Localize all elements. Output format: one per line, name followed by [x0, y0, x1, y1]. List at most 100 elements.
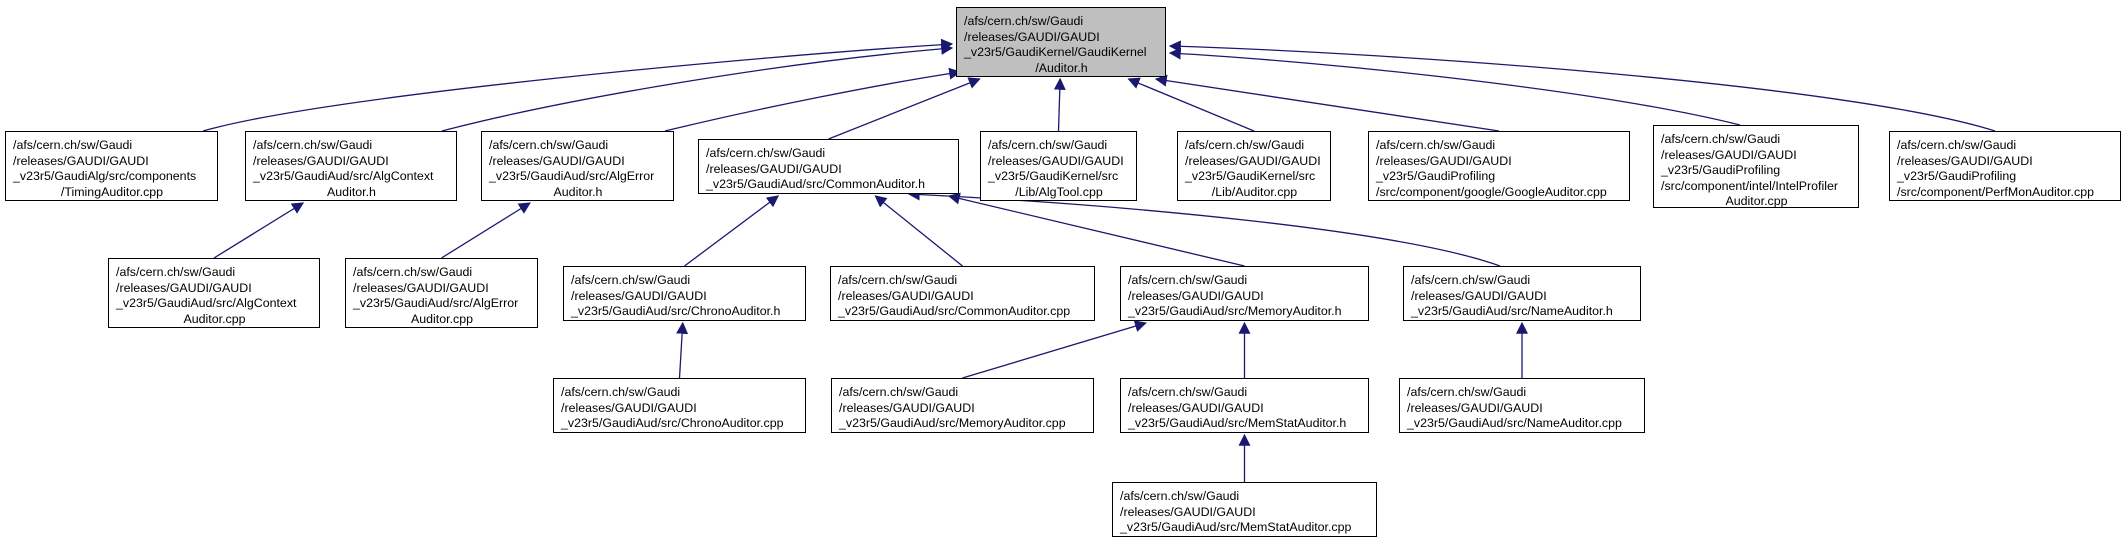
- node-label-line: /afs/cern.ch/sw/Gaudi: [1661, 132, 1781, 146]
- file-node-memory-h[interactable]: /afs/cern.ch/sw/Gaudi/releases/GAUDI/GAU…: [1120, 266, 1369, 321]
- node-label-line: _v23r5/GaudiKernel/src: [1185, 169, 1316, 183]
- node-label-line: /releases/GAUDI/GAUDI: [1185, 153, 1321, 168]
- node-label-line: _v23r5/GaudiAud/src/ChronoAuditor.h: [571, 304, 781, 318]
- node-label-line: /releases/GAUDI/GAUDI: [1407, 400, 1543, 415]
- node-label-line: Auditor.cpp: [1725, 194, 1788, 208]
- edge-common-cpp-to-common-h: [874, 195, 963, 267]
- node-label-line: /afs/cern.ch/sw/Gaudi: [988, 138, 1108, 152]
- node-label-line: /releases/GAUDI/GAUDI: [253, 153, 389, 168]
- node-label-line: /releases/GAUDI/GAUDI: [1897, 153, 2033, 168]
- file-node-algerror-cpp[interactable]: /afs/cern.ch/sw/Gaudi/releases/GAUDI/GAU…: [345, 258, 538, 328]
- node-label-line: /releases/GAUDI/GAUDI: [839, 400, 975, 415]
- file-node-intel-cpp[interactable]: /afs/cern.ch/sw/Gaudi/releases/GAUDI/GAU…: [1653, 125, 1859, 208]
- node-label-line: _v23r5/GaudiAud/src/NameAuditor.cpp: [1407, 416, 1622, 430]
- node-label-line: /releases/GAUDI/GAUDI: [571, 288, 707, 303]
- node-label-line: /releases/GAUDI/GAUDI: [964, 29, 1100, 44]
- node-label-line: _v23r5/GaudiAlg/src/components: [13, 169, 197, 183]
- file-node-timing-cpp[interactable]: /afs/cern.ch/sw/Gaudi/releases/GAUDI/GAU…: [5, 131, 218, 201]
- node-label-line: /afs/cern.ch/sw/Gaudi: [13, 138, 133, 152]
- file-node-algerror-h[interactable]: /afs/cern.ch/sw/Gaudi/releases/GAUDI/GAU…: [481, 131, 674, 201]
- file-node-chrono-cpp[interactable]: /afs/cern.ch/sw/Gaudi/releases/GAUDI/GAU…: [553, 378, 806, 433]
- file-node-memstat-cpp[interactable]: /afs/cern.ch/sw/Gaudi/releases/GAUDI/GAU…: [1112, 482, 1377, 537]
- node-label-line: /releases/GAUDI/GAUDI: [1411, 288, 1547, 303]
- node-label-line: _v23r5/GaudiAud/src/CommonAuditor.h: [706, 177, 926, 191]
- file-node-algtool-cpp[interactable]: /afs/cern.ch/sw/Gaudi/releases/GAUDI/GAU…: [980, 131, 1137, 201]
- node-label-line: /afs/cern.ch/sw/Gaudi: [1185, 138, 1305, 152]
- node-label-line: /afs/cern.ch/sw/Gaudi: [353, 265, 473, 279]
- file-node-name-cpp[interactable]: /afs/cern.ch/sw/Gaudi/releases/GAUDI/GAU…: [1399, 378, 1645, 433]
- node-label-line: _v23r5/GaudiAud/src/ChronoAuditor.cpp: [561, 416, 784, 430]
- node-label-line: Auditor.cpp: [183, 311, 246, 326]
- node-label-line: /afs/cern.ch/sw/Gaudi: [116, 265, 236, 279]
- node-label-line: _v23r5/GaudiAud/src/AlgContext: [116, 296, 297, 310]
- file-node-perfmon-cpp[interactable]: /afs/cern.ch/sw/Gaudi/releases/GAUDI/GAU…: [1889, 131, 2121, 201]
- file-node-common-cpp[interactable]: /afs/cern.ch/sw/Gaudi/releases/GAUDI/GAU…: [830, 266, 1095, 321]
- node-label-line: _v23r5/GaudiAud/src/MemoryAuditor.h: [1128, 304, 1342, 318]
- node-label-line: /releases/GAUDI/GAUDI: [1661, 147, 1797, 162]
- node-label-line: _v23r5/GaudiProfiling: [1897, 169, 2017, 183]
- edge-algcontext-h-to-root: [441, 42, 954, 132]
- file-node-memstat-h[interactable]: /afs/cern.ch/sw/Gaudi/releases/GAUDI/GAU…: [1120, 378, 1369, 433]
- file-node-memory-cpp[interactable]: /afs/cern.ch/sw/Gaudi/releases/GAUDI/GAU…: [831, 378, 1094, 433]
- edge-memory-cpp-to-memory-h: [962, 320, 1147, 379]
- edge-algerror-h-to-root: [664, 67, 962, 132]
- node-label-line: _v23r5/GaudiAud/src/MemoryAuditor.cpp: [839, 416, 1066, 430]
- node-label-line: /releases/GAUDI/GAUDI: [116, 280, 252, 295]
- node-label-line: /releases/GAUDI/GAUDI: [1376, 153, 1512, 168]
- edge-google-cpp-to-root: [1154, 74, 1500, 132]
- node-label-line: _v23r5/GaudiAud/src/CommonAuditor.cpp: [838, 304, 1071, 318]
- node-label-line: _v23r5/GaudiProfiling: [1376, 169, 1496, 183]
- edge-algcontext-cpp-to-algcontext-h: [213, 202, 305, 259]
- edge-perfmon-cpp-to-root: [1168, 40, 1996, 132]
- file-node-name-h[interactable]: /afs/cern.ch/sw/Gaudi/releases/GAUDI/GAU…: [1403, 266, 1641, 321]
- node-label-line: _v23r5/GaudiProfiling: [1661, 163, 1781, 177]
- edge-timing-cpp-to-root: [202, 38, 954, 132]
- node-label-line: Auditor.h: [327, 184, 376, 199]
- edge-common-h-to-root: [828, 77, 981, 140]
- edge-algerror-cpp-to-algerror-h: [441, 202, 531, 259]
- file-node-google-cpp[interactable]: /afs/cern.ch/sw/Gaudi/releases/GAUDI/GAU…: [1368, 131, 1630, 201]
- node-label-line: /afs/cern.ch/sw/Gaudi: [561, 385, 681, 399]
- node-label-line: /afs/cern.ch/sw/Gaudi: [1407, 385, 1527, 399]
- node-label-line: /afs/cern.ch/sw/Gaudi: [253, 138, 373, 152]
- edge-auditor-cpp-to-root: [1127, 77, 1255, 132]
- node-label-line: _v23r5/GaudiAud/src/MemStatAuditor.cpp: [1120, 520, 1352, 534]
- node-label-line: /afs/cern.ch/sw/Gaudi: [1120, 489, 1240, 503]
- file-node-auditor-cpp[interactable]: /afs/cern.ch/sw/Gaudi/releases/GAUDI/GAU…: [1177, 131, 1331, 201]
- node-label-line: /releases/GAUDI/GAUDI: [1128, 400, 1264, 415]
- node-label-line: _v23r5/GaudiKernel/src: [988, 169, 1119, 183]
- node-label-line: /afs/cern.ch/sw/Gaudi: [839, 385, 959, 399]
- edge-chrono-h-to-common-h: [684, 195, 780, 267]
- file-node-chrono-h[interactable]: /afs/cern.ch/sw/Gaudi/releases/GAUDI/GAU…: [563, 266, 806, 321]
- file-node-common-h[interactable]: /afs/cern.ch/sw/Gaudi/releases/GAUDI/GAU…: [698, 139, 959, 194]
- node-label-line: /afs/cern.ch/sw/Gaudi: [964, 14, 1084, 28]
- node-label-line: /Auditor.h: [1035, 60, 1088, 75]
- file-node-algcontext-cpp[interactable]: /afs/cern.ch/sw/Gaudi/releases/GAUDI/GAU…: [108, 258, 320, 328]
- node-label-line: /releases/GAUDI/GAUDI: [13, 153, 149, 168]
- node-label-line: /afs/cern.ch/sw/Gaudi: [706, 146, 826, 160]
- node-label-line: /afs/cern.ch/sw/Gaudi: [1411, 273, 1531, 287]
- root-node-auditor-h: /afs/cern.ch/sw/Gaudi/releases/GAUDI/GAU…: [956, 7, 1166, 77]
- node-label-line: _v23r5/GaudiAud/src/AlgContext: [253, 169, 434, 183]
- node-label-line: /Lib/Auditor.cpp: [1211, 184, 1298, 199]
- node-label-line: /releases/GAUDI/GAUDI: [489, 153, 625, 168]
- node-label-line: _v23r5/GaudiAud/src/MemStatAuditor.h: [1128, 416, 1347, 430]
- node-label-line: /src/component/google/GoogleAuditor.cpp: [1376, 184, 1607, 199]
- node-label-line: /Lib/AlgTool.cpp: [1015, 184, 1103, 199]
- node-label-line: /TimingAuditor.cpp: [60, 184, 164, 199]
- edge-chrono-cpp-to-chrono-h: [676, 321, 689, 379]
- node-label-line: _v23r5/GaudiAud/src/NameAuditor.h: [1411, 304, 1613, 318]
- edge-memory-h-to-common-h: [947, 192, 1245, 267]
- node-label-line: /releases/GAUDI/GAUDI: [838, 288, 974, 303]
- node-label-line: /afs/cern.ch/sw/Gaudi: [1128, 385, 1248, 399]
- node-label-line: Auditor.h: [553, 184, 603, 199]
- node-label-line: /afs/cern.ch/sw/Gaudi: [1376, 138, 1496, 152]
- node-label-line: /releases/GAUDI/GAUDI: [706, 161, 842, 176]
- node-label-line: /releases/GAUDI/GAUDI: [353, 280, 489, 295]
- node-label-line: _v23r5/GaudiAud/src/AlgError: [353, 296, 519, 310]
- node-label-line: /src/component/intel/IntelProfiler: [1661, 178, 1838, 193]
- node-label-line: /releases/GAUDI/GAUDI: [988, 153, 1124, 168]
- file-node-algcontext-h[interactable]: /afs/cern.ch/sw/Gaudi/releases/GAUDI/GAU…: [245, 131, 457, 201]
- node-label-line: /releases/GAUDI/GAUDI: [561, 400, 697, 415]
